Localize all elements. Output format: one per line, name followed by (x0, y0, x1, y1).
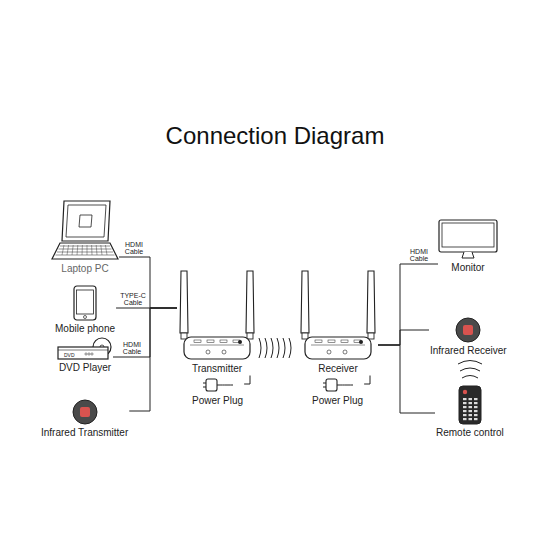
monitor-icon (439, 220, 497, 260)
cable-line (378, 345, 435, 413)
cable-label: HDMI Cable (404, 248, 434, 263)
infrared-receiver-icon (455, 317, 481, 343)
monitor-node: Monitor (438, 219, 498, 275)
cable-line (364, 376, 370, 385)
device-label: Remote control (436, 427, 504, 439)
cable-label: TYPE-C Cable (118, 292, 148, 307)
remote-control-icon (458, 385, 482, 425)
diagram-title: Connection Diagram (0, 122, 550, 150)
cable-line (244, 376, 250, 385)
device-label: Infrared Receiver (430, 345, 507, 357)
receiver-node: Receiver (298, 270, 378, 376)
cable-line (378, 264, 438, 345)
device-label: Laptop PC (61, 263, 108, 275)
mobile-phone-node: Mobile phone (54, 284, 116, 336)
cable-line (378, 330, 429, 345)
device-label: Infrared Transmitter (41, 427, 128, 439)
receiver-icon (299, 271, 377, 361)
cable-label: HDMI Cable (117, 341, 147, 356)
infrared-receiver-node: Infrared Receiver (429, 316, 508, 358)
cable-line (113, 308, 177, 357)
power-plug-icon (323, 377, 353, 393)
device-label: Mobile phone (55, 323, 115, 335)
power-plug-icon (203, 377, 233, 393)
device-label: Receiver (318, 363, 357, 375)
device-label: Power Plug (312, 395, 363, 407)
remote-control-node: Remote control (435, 384, 505, 440)
power-plug-node: Power Plug (191, 376, 244, 408)
transmitter-icon (178, 271, 256, 361)
infrared-transmitter-icon (72, 399, 98, 425)
power-plug-node: Power Plug (311, 376, 364, 408)
remote-waves (458, 361, 482, 379)
infrared-transmitter-node: Infrared Transmitter (40, 398, 129, 440)
device-label: DVD Player (59, 362, 111, 374)
laptop-icon (52, 199, 118, 261)
device-print: DVD (64, 353, 75, 358)
transmitter-node: Transmitter (177, 270, 257, 376)
device-label: Monitor (451, 262, 484, 274)
mobile-phone-icon (73, 285, 97, 321)
signal-waves (259, 338, 291, 358)
laptop-node: Laptop PC (51, 198, 119, 276)
cable-line (129, 308, 177, 411)
device-label: Power Plug (192, 395, 243, 407)
cable-label: HDMI Cable (119, 241, 149, 256)
device-label: Transmitter (192, 363, 242, 375)
cable-line (119, 257, 177, 308)
